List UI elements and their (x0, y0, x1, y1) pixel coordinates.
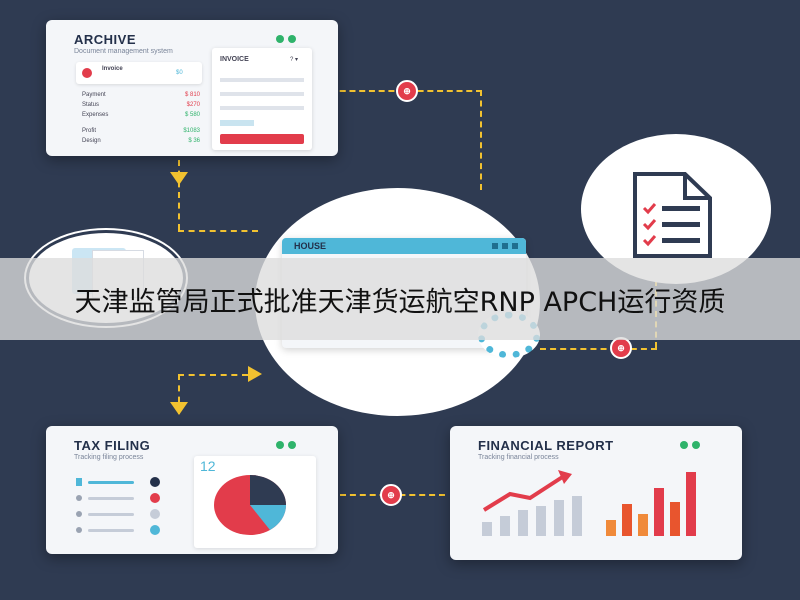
invoice-field[interactable] (220, 78, 304, 82)
list-item[interactable] (76, 490, 164, 506)
row-value: $ 580 (184, 112, 200, 118)
connector-left-horizontal (178, 374, 248, 376)
tax-number: 12 (200, 458, 216, 474)
list-item[interactable] (76, 474, 164, 490)
house-title: HOUSE (294, 241, 327, 251)
report-window-dots (680, 441, 700, 449)
tax-window-dots (276, 441, 296, 449)
invoice-field[interactable] (220, 106, 304, 110)
archive-window-dots (276, 35, 296, 43)
row-label: Status (82, 102, 100, 108)
archive-rows: Payment $ 810 Status $270 Expenses $ 580… (82, 90, 200, 146)
caption-text: 天津监管局正式批准天津货运航空RNP APCH运行资质 (74, 286, 726, 318)
invoice-icon (82, 68, 92, 78)
connector-right-horizontal (540, 348, 657, 350)
window-control-icon[interactable] (492, 243, 498, 249)
document-checklist-icon (633, 172, 712, 258)
step-dot-icon (150, 477, 160, 487)
header-item-value: $0 (176, 70, 183, 76)
connector-archive-down (178, 160, 180, 230)
window-controls[interactable] (492, 243, 518, 249)
caption-overlay: 天津监管局正式批准天津货运航空RNP APCH运行资质 (0, 258, 800, 340)
green-dot-icon (680, 441, 688, 449)
invoice-field[interactable] (220, 92, 304, 96)
badge-right: ⊕ (610, 337, 632, 359)
tax-steps (76, 474, 164, 538)
step-bar (88, 496, 134, 500)
archive-list-header: Invoice $0 (76, 62, 202, 84)
report-subtitle: Tracking financial process (478, 454, 559, 461)
tax-subtitle: Tracking filing process (74, 454, 144, 461)
house-titlebar: HOUSE (282, 238, 526, 254)
window-control-icon[interactable] (502, 243, 508, 249)
archive-card: ARCHIVE Document management system Invoi… (46, 20, 338, 156)
green-dot-icon (288, 441, 296, 449)
step-bar (88, 480, 134, 484)
pie-panel: 12 (194, 456, 316, 548)
header-item-label: Invoice (102, 66, 123, 72)
step-bar (88, 512, 134, 516)
report-title: FINANCIAL REPORT (478, 438, 614, 453)
list-item[interactable]: Design $ 36 (82, 136, 200, 146)
tax-card: TAX FILING Tracking filing process 12 (46, 426, 338, 554)
row-label: Expenses (82, 112, 109, 118)
list-item[interactable]: Expenses $ 580 (82, 110, 200, 120)
row-value: $1083 (183, 128, 200, 134)
tax-title: TAX FILING (74, 438, 151, 453)
row-value: $ 810 (184, 92, 200, 98)
invoice-field-small[interactable] (220, 120, 254, 126)
invoice-form-title: INVOICE (220, 56, 249, 63)
arrow-down-bottom (170, 402, 188, 415)
green-dot-icon (276, 35, 284, 43)
invoice-form-title-suffix: ? ▾ (290, 57, 299, 63)
list-item[interactable]: Payment $ 810 (82, 90, 200, 100)
badge-bottom: ⊕ (380, 484, 402, 506)
archive-title: ARCHIVE (74, 32, 137, 47)
step-icon (76, 478, 82, 486)
row-label: Profit (82, 128, 97, 134)
step-bar (88, 528, 134, 532)
arrow-right-left (248, 366, 262, 382)
step-dot-icon (150, 509, 160, 519)
report-card: FINANCIAL REPORT Tracking financial proc… (450, 426, 742, 560)
step-dot-icon (150, 525, 160, 535)
archive-subtitle: Document management system (74, 48, 173, 55)
list-item[interactable] (76, 506, 164, 522)
step-icon (76, 495, 82, 501)
green-dot-icon (288, 35, 296, 43)
row-label: Payment (82, 92, 106, 98)
connector-left-vertical (178, 374, 180, 414)
step-icon (76, 511, 82, 517)
invoice-form: INVOICE ? ▾ (212, 48, 312, 150)
pie-chart (214, 475, 287, 535)
green-dot-icon (276, 441, 284, 449)
growth-bar-chart (482, 470, 696, 536)
step-icon (76, 527, 82, 533)
invoice-submit-button[interactable] (220, 134, 304, 144)
arrow-down-top (170, 172, 188, 185)
connector-archive-across (178, 230, 258, 232)
row-label: Design (82, 138, 101, 144)
list-item[interactable]: Profit $1083 (82, 126, 200, 136)
step-dot-icon (150, 493, 160, 503)
list-item[interactable] (76, 522, 164, 538)
badge-top: ⊕ (396, 80, 418, 102)
green-dot-icon (692, 441, 700, 449)
row-value: $ 36 (188, 138, 200, 144)
list-item[interactable]: Status $270 (82, 100, 200, 110)
connector-top-right-vertical (480, 90, 482, 190)
row-value: $270 (186, 102, 200, 108)
trend-arrow-icon (482, 474, 566, 512)
window-control-icon[interactable] (512, 243, 518, 249)
